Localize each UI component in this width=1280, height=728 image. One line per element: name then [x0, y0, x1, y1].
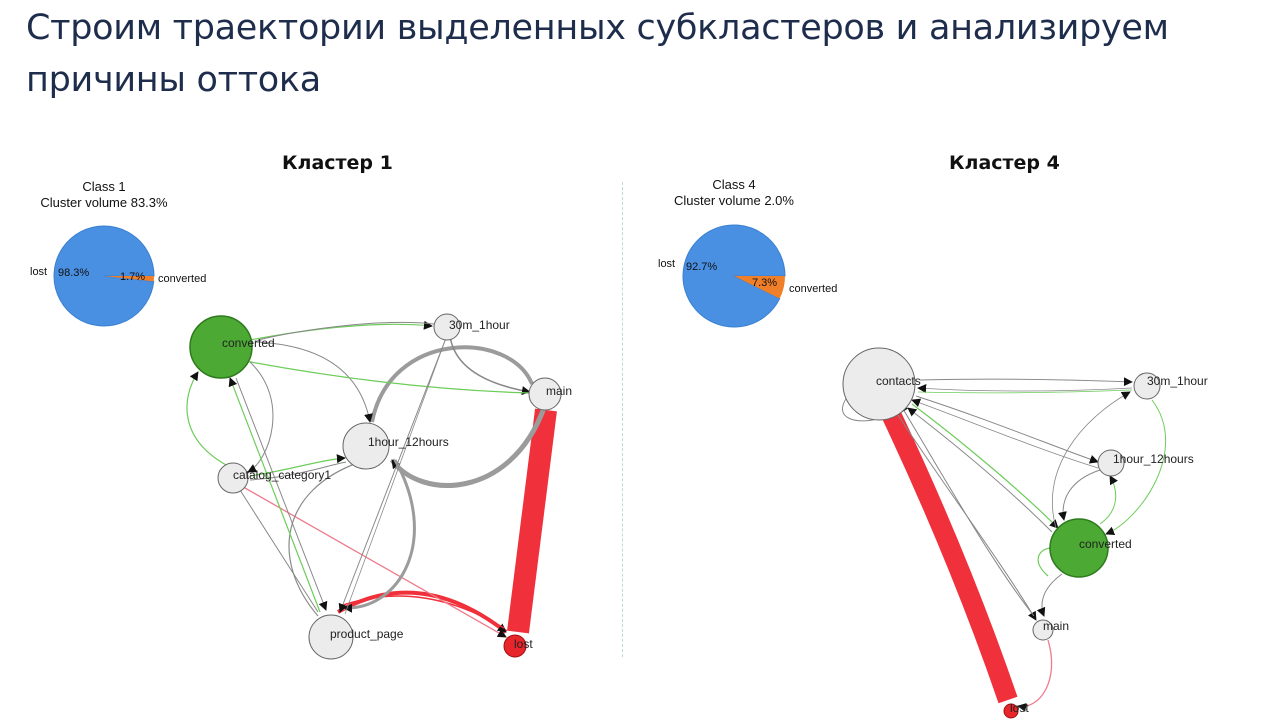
cluster-1-node-product	[308, 614, 354, 660]
cluster-1-pct-converted: 1.7%	[120, 271, 145, 283]
cluster-4-legend-converted: converted	[789, 283, 837, 295]
cluster-4-label-converted: converted	[1079, 537, 1132, 551]
cluster-divider	[622, 182, 623, 657]
edge4-contacts-lost	[880, 407, 1018, 704]
edge4-main-lost	[1017, 639, 1053, 712]
edge-product-lost-b	[339, 595, 505, 629]
edge-catalog-1hour	[249, 454, 346, 477]
cluster-1-label-1hour: 1hour_12hours	[368, 435, 449, 449]
cluster-4-slice-converted	[734, 276, 785, 299]
edge-catalog-product	[239, 489, 319, 613]
cluster-4-pie: Class 4 Cluster volume 2.0% lost 92.7% 7…	[658, 177, 837, 328]
cluster-4-node-lost	[1003, 703, 1019, 719]
cluster-1-label-product: product_page	[330, 627, 404, 641]
cluster-4-node-1hour	[1097, 449, 1125, 477]
cluster-4-legend-lost: lost	[658, 258, 675, 270]
cluster-1-label-converted: converted	[222, 336, 275, 350]
cluster-4-nodes: contacts 30m_1hour 1hour_12hours convert…	[842, 347, 1208, 719]
cluster-1-slice-lost	[53, 225, 155, 327]
edge-1hour-main	[370, 345, 534, 423]
cluster-1-node-30m	[433, 313, 461, 341]
edge-30m-converted	[257, 321, 435, 341]
edge4-1hour-contacts	[911, 398, 1099, 469]
edge-converted-product	[235, 377, 328, 611]
cluster-4-slice-lost	[682, 224, 786, 328]
edge-30m-product	[338, 337, 447, 613]
edge4-main-contacts	[899, 403, 1035, 617]
cluster-1-node-lost	[503, 634, 527, 658]
cluster-1-label-catalog: catalog_category1	[233, 468, 331, 482]
edge-main-lost	[507, 408, 557, 634]
cluster-4-label-30m: 30m_1hour	[1147, 374, 1208, 388]
cluster-4-pie-title-line1: Class 4	[712, 177, 755, 192]
cluster-1-slice-converted	[104, 276, 154, 282]
cluster-1-heading: Кластер 1	[282, 152, 393, 174]
cluster-4-node-converted	[1049, 518, 1109, 578]
edge-converted-30m	[249, 320, 433, 341]
edge-main-converted	[239, 357, 531, 394]
edge4-converted-main	[1036, 573, 1063, 617]
cluster-1-edges	[186, 320, 557, 638]
cluster-1-node-catalog	[217, 462, 249, 494]
edge4-main-converted	[1037, 547, 1053, 577]
edge-product-converted	[228, 377, 321, 613]
edge4-converted-30m	[1052, 391, 1131, 529]
cluster-1-nodes: converted 30m_1hour main 1hour_12hours c…	[189, 313, 572, 660]
cluster-1-label-30m: 30m_1hour	[449, 318, 510, 332]
edge-catalog-converted	[186, 371, 229, 467]
edge-30m-main	[449, 335, 531, 396]
cluster-4-label-main: main	[1043, 619, 1069, 633]
cluster-1-node-converted	[189, 315, 253, 379]
edge-converted-catalog	[247, 361, 274, 473]
cluster-4-label-lost: lost	[1010, 701, 1029, 715]
cluster-1-node-main	[528, 377, 562, 411]
edge-catalog-1hour-b	[249, 461, 347, 481]
cluster-1-pct-lost: 98.3%	[58, 267, 89, 279]
edge4-1hour-converted	[1058, 469, 1101, 521]
cluster-1-pie: Class 1 Cluster volume 83.3% lost 98.3% …	[30, 179, 206, 327]
edge-converted-1hour	[255, 341, 373, 423]
edge4-contacts-converted	[911, 403, 1059, 529]
slide-title: Строим траектории выделенных субкластеро…	[26, 8, 1169, 100]
cluster-4-node-contacts	[842, 347, 916, 421]
cluster-4-node-main	[1032, 619, 1054, 641]
cluster-1-label-main: main	[546, 384, 572, 398]
cluster-1-legend-converted: converted	[158, 273, 206, 285]
edge4-contacts-1hour	[915, 395, 1099, 464]
cluster-4-label-1hour: 1hour_12hours	[1113, 452, 1194, 466]
edge-1hour-product	[343, 459, 416, 613]
edge4-contacts-30m-green	[917, 389, 1133, 394]
cluster-1-label-lost: lost	[514, 637, 533, 651]
cluster-1-node-1hour	[342, 422, 390, 470]
edge4-contacts-30m	[919, 377, 1133, 387]
edge4-converted-1hour	[1099, 475, 1118, 525]
cluster-4-heading: Кластер 4	[949, 152, 1060, 174]
edge4-converted-contacts	[907, 407, 1053, 533]
cluster-1-legend-lost: lost	[30, 266, 47, 278]
cluster-1-pie-title-line1: Class 1	[82, 179, 125, 194]
edge4-30m-contacts	[917, 384, 1133, 394]
edge-product-1hour	[288, 461, 361, 617]
edge-1hour-product-b	[344, 337, 447, 615]
cluster-4-node-30m	[1133, 372, 1161, 400]
cluster-1-pie-title-line2: Cluster volume 83.3%	[40, 195, 168, 210]
edge-main-1hour	[389, 407, 547, 488]
cluster-4-pct-lost: 92.7%	[686, 261, 717, 273]
cluster-4-pct-converted: 7.3%	[752, 277, 777, 289]
cluster-4-pie-title-line2: Cluster volume 2.0%	[674, 193, 794, 208]
edge4-30m-converted	[1105, 399, 1166, 536]
edge-catalog-lost	[237, 483, 507, 638]
cluster-4-label-contacts: contacts	[876, 374, 921, 388]
